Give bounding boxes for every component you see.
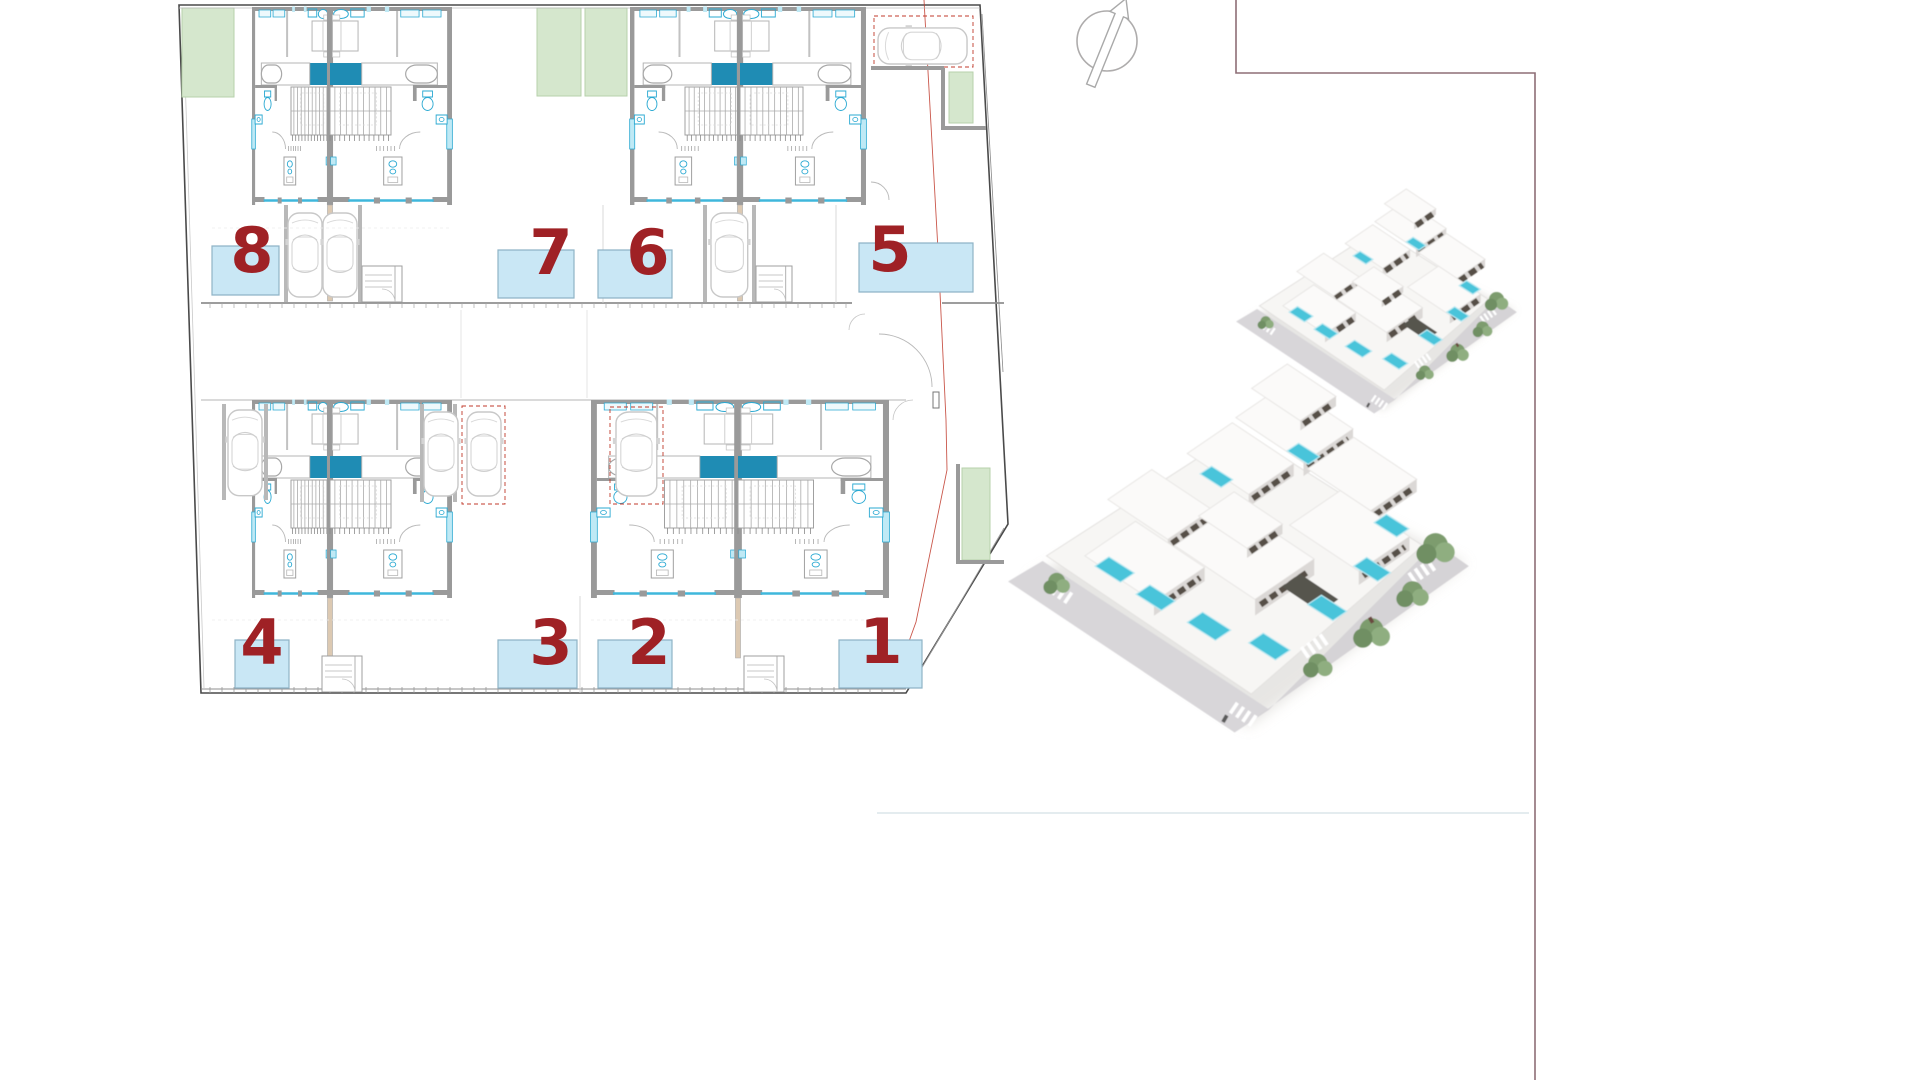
gate-swing-arc	[879, 334, 932, 387]
pool-unit-7	[498, 250, 574, 298]
entry-steps	[743, 655, 785, 693]
pool-unit-5	[859, 243, 973, 292]
carport-outline	[610, 407, 663, 504]
unit-number-5: 5	[868, 213, 911, 286]
bottom-row	[201, 397, 906, 694]
garden-patch	[182, 8, 234, 97]
unit-number-1: 1	[859, 605, 902, 678]
red-boundary-line	[903, 0, 947, 658]
car-icon	[707, 212, 752, 298]
pool-unit-6	[598, 250, 672, 298]
car-icon	[877, 24, 968, 68]
unit-number-3: 3	[529, 606, 572, 679]
unit1-court	[893, 400, 1004, 564]
pool-unit-2	[598, 640, 672, 688]
garden-patch	[537, 8, 581, 96]
entry-steps	[361, 265, 403, 303]
unit-number-6: 6	[626, 216, 669, 289]
garden-patch	[585, 8, 627, 96]
top-row	[179, 4, 1004, 309]
entry-steps	[755, 265, 793, 303]
car-icon	[612, 411, 661, 497]
page-corner-frame	[1236, 0, 1535, 1080]
pool-unit-1	[839, 640, 922, 688]
pool-unit-3	[498, 640, 577, 688]
unit-number-8: 8	[230, 214, 273, 287]
car-icon	[284, 212, 326, 298]
unit-numbers: 8 7 6 5 4 3 2 1	[230, 213, 911, 679]
unit-number-2: 2	[627, 606, 670, 679]
gate-post	[933, 392, 939, 408]
garden-patch	[962, 468, 990, 560]
garden-patch	[949, 72, 973, 123]
carport-outline	[462, 406, 505, 504]
unit-number-7: 7	[529, 216, 572, 289]
pool-unit-8	[212, 246, 279, 295]
north-arrow-icon	[1077, 0, 1137, 89]
car-icon	[463, 411, 505, 497]
party-wall-strip	[736, 598, 741, 658]
aerial-render-bottom	[1008, 364, 1469, 732]
car-icon	[224, 409, 266, 497]
car-icon	[319, 212, 361, 298]
car-icon	[420, 411, 462, 497]
unit-number-4: 4	[240, 606, 283, 679]
unit5-court	[849, 16, 986, 408]
middle-road	[461, 310, 587, 398]
pool-unit-4	[235, 640, 289, 688]
party-wall-strip	[328, 598, 333, 658]
pools	[212, 243, 973, 688]
entry-steps	[321, 655, 363, 693]
